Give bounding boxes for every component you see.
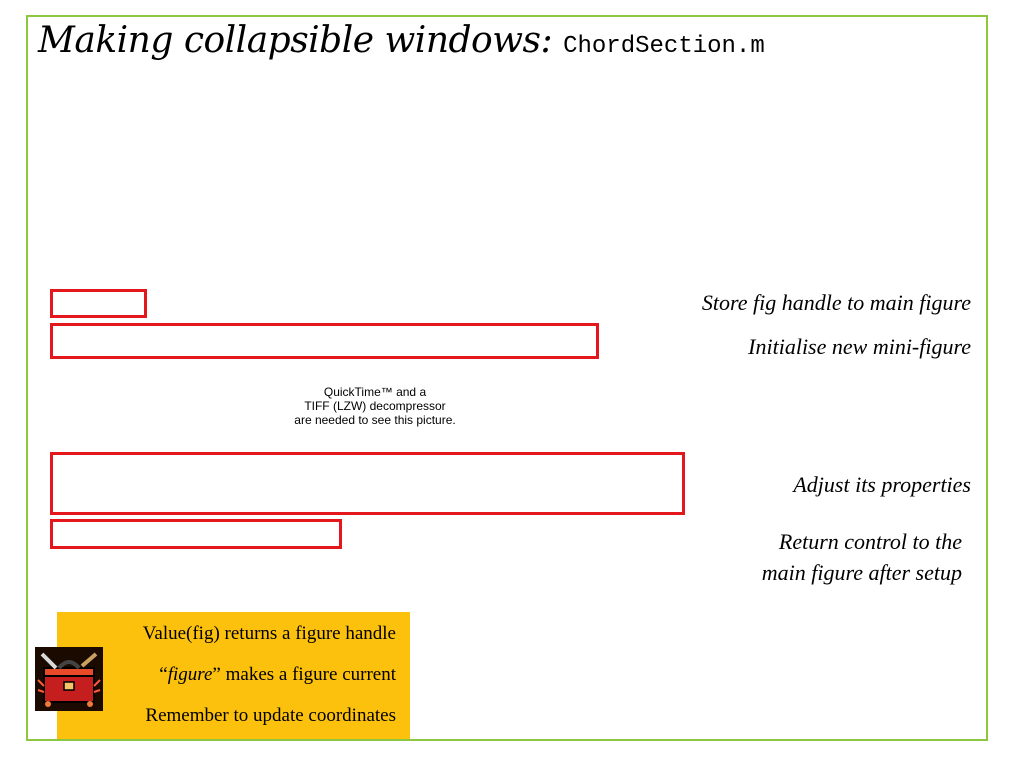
annotation-init-figure: Initialise new mini-figure <box>748 334 971 359</box>
note-rest: ” makes a figure current <box>212 664 396 685</box>
note-value-fig: Value(fig) returns a figure handle <box>142 623 396 644</box>
slide-title: Making collapsible windows: ChordSection… <box>38 20 765 61</box>
annotation-line: main figure after setup <box>761 560 962 585</box>
title-text: Making collapsible windows: <box>38 20 564 61</box>
note-figure-current: “figure” makes a figure current <box>159 664 396 686</box>
title-filename: ChordSection.m <box>563 33 765 60</box>
figure-keyword: figure <box>167 664 213 685</box>
annotation-line: Return control to the <box>778 529 962 554</box>
placeholder-line: QuickTime™ and a <box>323 385 427 399</box>
quote-open: “ <box>159 664 168 685</box>
annotation-adjust-properties: Adjust its properties <box>793 472 971 497</box>
note-update-coordinates: Remember to update coordinates <box>145 705 396 726</box>
notes-box: Value(fig) returns a figure handle “figu… <box>57 612 410 739</box>
placeholder-line: are needed to see this picture. <box>294 413 456 427</box>
highlight-box-return-control <box>50 519 342 549</box>
highlight-box-store-handle <box>50 289 147 318</box>
annotation-store-handle: Store fig handle to main figure <box>701 290 971 315</box>
slide-frame <box>26 15 988 741</box>
toolbox-icon <box>35 647 103 711</box>
highlight-box-adjust-properties <box>50 452 685 515</box>
highlight-box-init-figure <box>50 323 599 359</box>
annotation-return-control: Return control to the main figure after … <box>762 526 962 588</box>
placeholder-line: TIFF (LZW) decompressor <box>304 399 446 413</box>
missing-picture-placeholder: QuickTime™ and a TIFF (LZW) decompressor… <box>270 385 480 427</box>
